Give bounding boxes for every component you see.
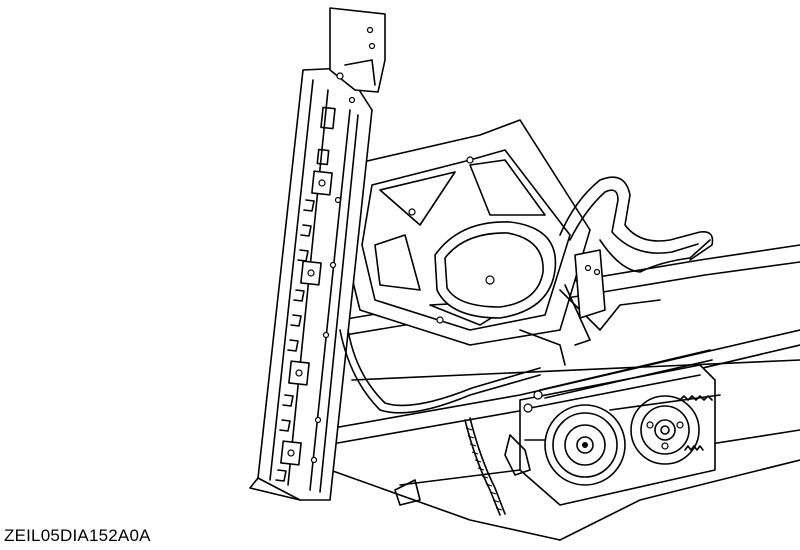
regulator-sector-frame — [344, 119, 591, 346]
regulator-arm — [339, 329, 541, 414]
mounting-bracket — [519, 249, 606, 366]
figure-code: ZEIL05DIA152A0A — [4, 526, 151, 545]
drive-motor-assembly — [519, 349, 721, 506]
guide-rail — [249, 7, 386, 501]
lift-cable — [394, 417, 531, 516]
